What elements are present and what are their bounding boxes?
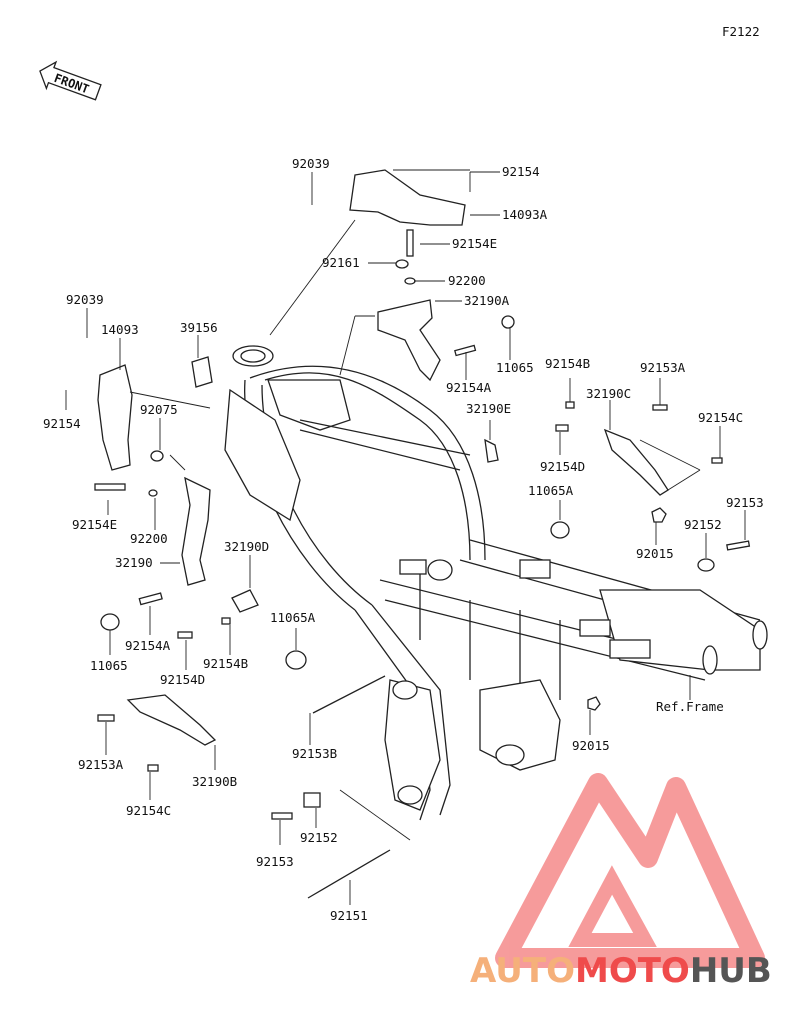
part-92151-long-bolt xyxy=(307,849,391,899)
part-92161-collar xyxy=(395,259,409,269)
part-92075-rubber xyxy=(150,450,164,462)
label-11065A-right: 11065A xyxy=(528,483,574,498)
label-92154D-left: 92154D xyxy=(160,672,205,687)
label-11065-left: 11065 xyxy=(90,658,128,673)
part-92153B-long-bolt xyxy=(312,675,386,714)
part-14093A-cover xyxy=(349,169,466,226)
part-11065-cap xyxy=(501,315,515,329)
label-92039-top: 92039 xyxy=(292,156,330,171)
part-11065-left-cap xyxy=(100,613,120,631)
label-92151: 92151 xyxy=(330,908,368,923)
label-32190B: 32190B xyxy=(192,774,237,789)
watermark-part-hub: HUB xyxy=(690,951,772,991)
automotohub-logo-icon xyxy=(495,773,765,968)
part-39156-pad xyxy=(191,356,213,388)
label-92015-right: 92015 xyxy=(636,546,674,561)
part-92015-lower-nut xyxy=(587,696,601,711)
part-92153A-left-bolt xyxy=(97,714,115,722)
leader-lines xyxy=(65,169,746,905)
label-92153A-left: 92153A xyxy=(78,757,124,772)
part-92154E-bolt xyxy=(406,229,414,257)
label-92154E-top: 92154E xyxy=(452,236,497,251)
label-92154C-right: 92154C xyxy=(698,410,743,425)
label-92154B-left: 92154B xyxy=(203,656,248,671)
part-92154E-left-bolt xyxy=(94,483,126,491)
part-11065A-left-cap xyxy=(285,650,307,670)
label-92154D-right: 92154D xyxy=(540,459,585,474)
label-32190E: 32190E xyxy=(466,401,511,416)
label-92154C-left: 92154C xyxy=(126,803,171,818)
part-32190E-bracket xyxy=(484,438,499,463)
label-92152-lower: 92152 xyxy=(300,830,338,845)
label-92154A-left: 92154A xyxy=(125,638,171,653)
part-labels: 92039 92154 14093A 92154E 92161 92200 32… xyxy=(43,156,764,923)
part-32190D-bracket xyxy=(231,589,259,613)
part-92153-bolt xyxy=(726,540,751,551)
label-92161: 92161 xyxy=(322,255,360,270)
label-92154E-left: 92154E xyxy=(72,517,117,532)
label-11065-top: 11065 xyxy=(496,360,534,375)
label-32190: 32190 xyxy=(115,555,153,570)
label-92152-right: 92152 xyxy=(684,517,722,532)
reference-label: Ref.Frame xyxy=(656,699,724,714)
part-14093-cover xyxy=(97,364,133,471)
part-92154A-left-bolt xyxy=(138,592,163,606)
label-92153A-right: 92153A xyxy=(640,360,686,375)
label-32190A: 32190A xyxy=(464,293,510,308)
label-92153-lower: 92153 xyxy=(256,854,294,869)
label-14093A: 14093A xyxy=(502,207,548,222)
label-92200-top: 92200 xyxy=(448,273,486,288)
part-92153A-bolt xyxy=(652,404,668,411)
watermark-part-auto: AUTO xyxy=(470,951,575,991)
label-14093: 14093 xyxy=(101,322,139,337)
label-92075: 92075 xyxy=(140,402,178,417)
part-92152-collar xyxy=(697,558,715,572)
part-92152-lower-collar xyxy=(303,792,321,808)
part-92154C-bolt xyxy=(711,457,723,464)
label-92153B: 92153B xyxy=(292,746,337,761)
part-32190A-bracket xyxy=(377,299,441,382)
label-11065A-left: 11065A xyxy=(270,610,316,625)
part-92200-washer xyxy=(404,277,416,285)
label-92154-left: 92154 xyxy=(43,416,81,431)
label-92154-top: 92154 xyxy=(502,164,540,179)
part-92154C-left-bolt xyxy=(147,764,159,772)
part-92154B-left-bolt xyxy=(221,617,231,625)
part-32190B-bracket xyxy=(126,694,217,746)
label-39156: 39156 xyxy=(180,320,218,335)
label-92154A-top: 92154A xyxy=(446,380,492,395)
main-frame xyxy=(224,345,768,821)
label-92154B-right: 92154B xyxy=(545,356,590,371)
part-11065A-cap xyxy=(550,521,570,539)
part-32190-bracket xyxy=(181,476,211,586)
part-92154D-left-bolt xyxy=(177,631,193,639)
label-32190D: 32190D xyxy=(224,539,269,554)
part-92154B-bolt xyxy=(565,401,575,409)
watermark-text: AUTOMOTOHUB xyxy=(470,951,772,991)
front-arrow-icon: FRONT xyxy=(39,60,102,101)
part-92200-left-washer xyxy=(148,489,158,497)
watermark-part-moto: MOTO xyxy=(575,951,690,991)
label-92015-center: 92015 xyxy=(572,738,610,753)
label-92200-left: 92200 xyxy=(130,531,168,546)
part-92153-lower-bolt xyxy=(271,812,293,820)
part-32190C-bracket xyxy=(603,428,669,496)
part-92154D-bolt xyxy=(555,424,569,432)
part-92015-nut xyxy=(651,507,667,523)
label-32190C: 32190C xyxy=(586,386,631,401)
part-92154A-bolt xyxy=(454,344,477,357)
label-92039-left: 92039 xyxy=(66,292,104,307)
figure-code: F2122 xyxy=(722,24,760,39)
label-92153-right: 92153 xyxy=(726,495,764,510)
